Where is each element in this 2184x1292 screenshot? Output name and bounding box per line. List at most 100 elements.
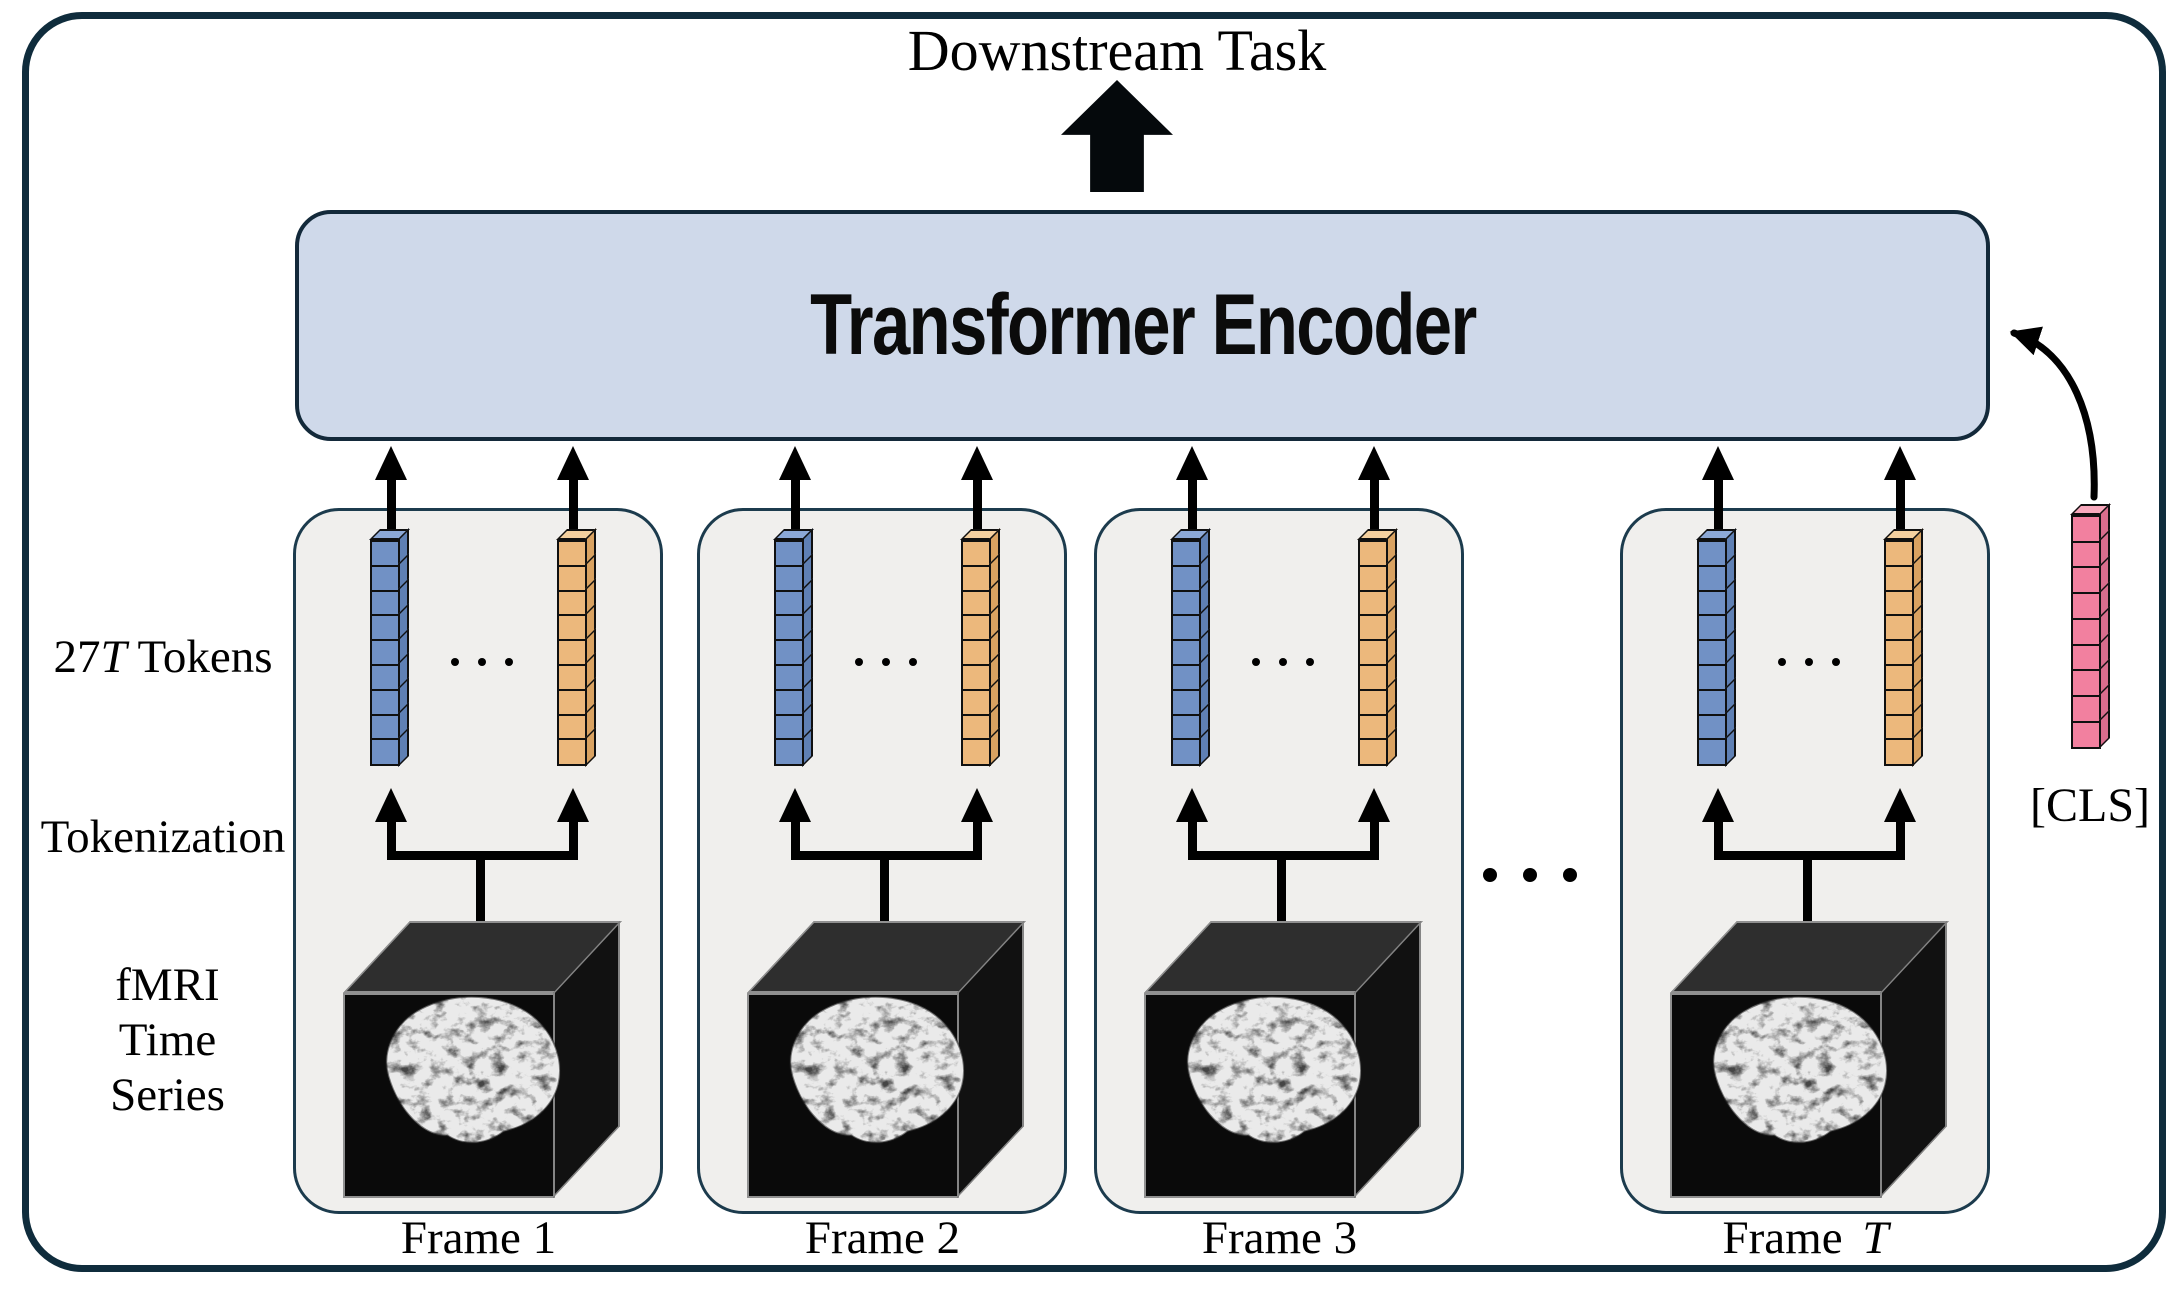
arrow-shaft [1187,478,1197,533]
token-cube [1171,540,1201,568]
bracket-line [1187,851,1379,860]
dot [1563,868,1577,882]
token-cube [774,564,804,593]
token-cube [774,540,804,568]
brain-image [371,983,571,1151]
frame-panel: Frame 2 [697,446,1068,1264]
bracket-line [1713,851,1905,860]
arrow-head-icon [1702,788,1734,822]
token-to-encoder-arrow [1884,446,1916,533]
fmri-volume-cube [343,993,555,1198]
dot [1523,868,1537,882]
fmri-volume-cube [1144,993,1356,1198]
frame-panel-box [1620,446,1990,1214]
tokenization-label: Tokenization [40,811,286,863]
token-cube [1358,713,1388,741]
token-cube [1884,713,1914,741]
token-cube [774,639,804,667]
token-cube [1697,540,1727,568]
cls-label: [CLS] [2030,779,2150,832]
token-cube [961,589,991,617]
token-to-encoder-arrow [779,446,811,533]
token-cube [1171,688,1201,717]
token-stack-orange [1358,540,1388,766]
token-cube [1884,540,1914,568]
bracket-line [1713,817,1723,855]
token-cube [2071,694,2101,724]
arrow-head-icon [375,788,407,822]
token-to-encoder-arrow [1176,446,1208,533]
frame-label: Frame 3 [1094,1210,1465,1266]
token-cube [1697,738,1727,766]
token-cube [557,639,587,667]
token-cube [1884,589,1914,617]
token-cube [557,589,587,617]
token-ellipsis-icon [1778,658,1840,666]
token-cube [774,713,804,741]
token-to-encoder-arrow [1702,446,1734,533]
token-cube [1697,589,1727,617]
token-cube [1358,688,1388,717]
token-cube [1358,738,1388,766]
bracket-line [790,817,800,855]
dot [1483,868,1497,882]
transformer-encoder-box: Transformer Encoder [295,210,1990,441]
bracket-line [1187,817,1197,855]
arrow-head-icon [1358,788,1390,822]
token-cube [2071,669,2101,698]
fmri-volume-cube [1670,993,1882,1198]
frame-panel-box [1094,446,1464,1214]
token-cube [1697,564,1727,593]
bracket-line [790,851,982,860]
token-cube [370,589,400,617]
bracket-line [568,817,578,855]
token-ellipsis-icon [1252,658,1314,666]
token-stack-blue [1171,540,1201,766]
dot [478,658,486,666]
token-cube [961,713,991,741]
arrow-shaft [1713,478,1723,533]
dot [1805,658,1813,666]
token-cube [1884,614,1914,642]
brain-image [1698,983,1898,1151]
arrow-shaft [568,478,578,533]
token-cube [370,663,400,692]
bracket-stem [1802,856,1812,924]
token-cube [1884,688,1914,717]
frame-label-index: 1 [532,1212,557,1264]
token-cube [961,688,991,717]
brain-image [775,983,975,1151]
token-cube [1171,589,1201,617]
token-cube [2071,720,2101,749]
token-cube [1358,663,1388,692]
tokens-count-label: 27T Tokens [30,630,296,685]
bracket-line [1895,817,1905,855]
token-cube [1358,639,1388,667]
token-cube [2071,643,2101,672]
token-cube [1358,589,1388,617]
token-cube [1358,540,1388,568]
dot [1279,658,1287,666]
arrow-head-icon [1358,446,1390,480]
token-cube [774,688,804,717]
bracket-stem [1276,856,1286,924]
fmri-time-series-label: fMRI Time Series [60,958,275,1123]
token-cube [2071,566,2101,595]
token-cube [1697,614,1727,642]
frame-label: Frame T [1620,1210,1991,1266]
token-cube [370,540,400,568]
frame-label-prefix: Frame [400,1212,533,1264]
frame-label: Frame 2 [697,1210,1068,1266]
token-stack-blue [370,540,400,766]
arrow-shaft [1895,478,1905,533]
token-cube [1884,738,1914,766]
downstream-task-label: Downstream Task [907,18,1327,83]
arrow-shaft [972,478,982,533]
token-cube [557,713,587,741]
dot [855,658,863,666]
token-cube [1884,663,1914,692]
token-cube [774,663,804,692]
token-to-encoder-arrow [1358,446,1390,533]
token-stack-orange [557,540,587,766]
token-to-encoder-arrow [375,446,407,533]
